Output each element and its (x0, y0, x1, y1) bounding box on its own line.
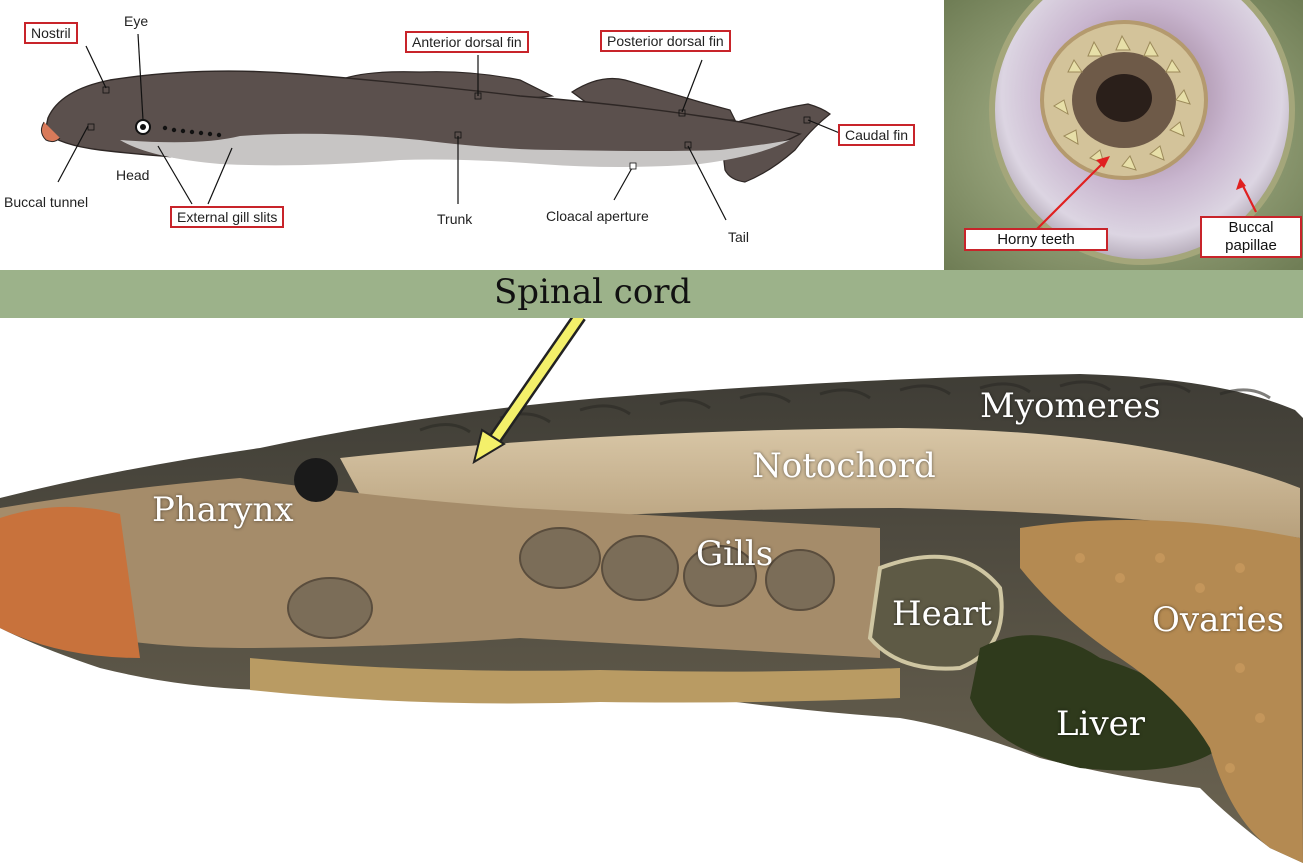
horny-teeth-label: Horny teeth (964, 228, 1108, 251)
nostril-label: Nostril (24, 22, 78, 44)
gills-label: Gills (696, 534, 774, 574)
heart-label: Heart (892, 594, 992, 634)
notochord-label: Notochord (752, 446, 936, 486)
liver-label: Liver (1056, 704, 1146, 744)
title-band: Spinal cord (0, 270, 1303, 318)
buccal-tunnel-label: Buccal tunnel (4, 194, 89, 210)
myomeres-label: Myomeres (980, 386, 1161, 426)
external-gill-slits-label: External gill slits (170, 206, 285, 228)
caudal-fin-label: Caudal fin (838, 124, 916, 146)
trunk-label: Trunk (437, 211, 473, 227)
ovaries-label: Ovaries (1152, 600, 1285, 640)
spinal-cord-label: Spinal cord (494, 272, 692, 312)
cloacal-aperture-label: Cloacal aperture (546, 208, 649, 224)
oral-disc-photo: Horny teeth Buccal papillae (944, 0, 1303, 270)
sagittal-section-photo: Myomeres Notochord Pharynx Gills Heart O… (0, 318, 1303, 863)
anterior-dorsal-fin-label: Anterior dorsal fin (405, 31, 529, 53)
pharynx-label: Pharynx (152, 490, 294, 530)
head-label: Head (116, 167, 150, 183)
dissection-image (0, 318, 1303, 863)
lamprey-body-drawing (40, 33, 843, 221)
buccal-papillae-label: Buccal papillae (1200, 216, 1302, 258)
posterior-dorsal-fin-label: Posterior dorsal fin (600, 30, 731, 52)
lamprey-external-diagram: Nostril Eye Anterior dorsal fin Posterio… (0, 0, 936, 262)
tail-label: Tail (728, 229, 750, 245)
eye-label: Eye (124, 13, 149, 29)
